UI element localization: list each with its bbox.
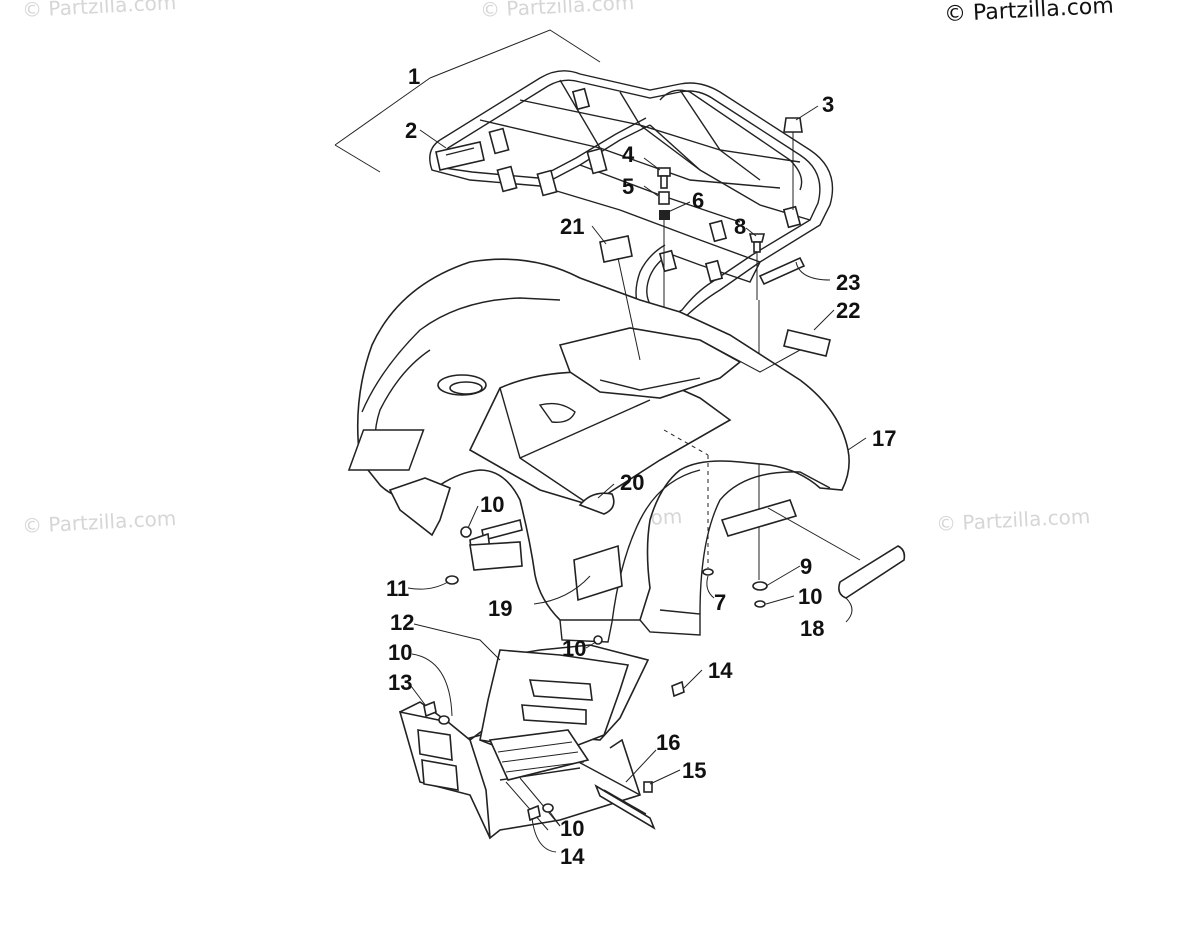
callout-10a: 10	[480, 492, 504, 517]
callout-17: 17	[872, 426, 896, 451]
callout-7: 7	[714, 590, 726, 615]
callout-2: 2	[405, 118, 417, 143]
callout-11: 11	[386, 576, 409, 601]
callout-5: 5	[622, 174, 634, 199]
callout-21: 21	[560, 214, 584, 239]
callout-3: 3	[822, 92, 834, 117]
callout-8: 8	[734, 214, 746, 239]
callout-23: 23	[836, 270, 860, 295]
footwell	[398, 644, 656, 840]
callout-22: 22	[836, 298, 860, 323]
callout-10b: 10	[798, 584, 822, 609]
fasteners	[423, 429, 768, 822]
leader-lines	[407, 105, 867, 853]
callout-labels: 1 2 3 4 5 6 21 8 23 22 17 20 10 11 19 7 …	[386, 64, 896, 869]
callout-6: 6	[692, 188, 704, 213]
callout-20: 20	[620, 470, 644, 495]
callout-10d: 10	[388, 640, 412, 665]
callout-14a: 14	[708, 658, 733, 683]
callout-4: 4	[622, 142, 635, 167]
callout-15: 15	[682, 758, 706, 783]
callout-9: 9	[800, 554, 812, 579]
callout-1: 1	[408, 64, 420, 89]
callout-12: 12	[390, 610, 414, 635]
callout-13: 13	[388, 670, 412, 695]
callout-19: 19	[488, 596, 512, 621]
callout-18: 18	[800, 616, 824, 641]
rear-fender	[347, 258, 850, 643]
callout-10e: 10	[560, 816, 584, 841]
decals	[599, 235, 906, 599]
callout-10c: 10	[562, 636, 586, 661]
callout-16: 16	[656, 730, 680, 755]
callout-14b: 14	[560, 844, 585, 869]
